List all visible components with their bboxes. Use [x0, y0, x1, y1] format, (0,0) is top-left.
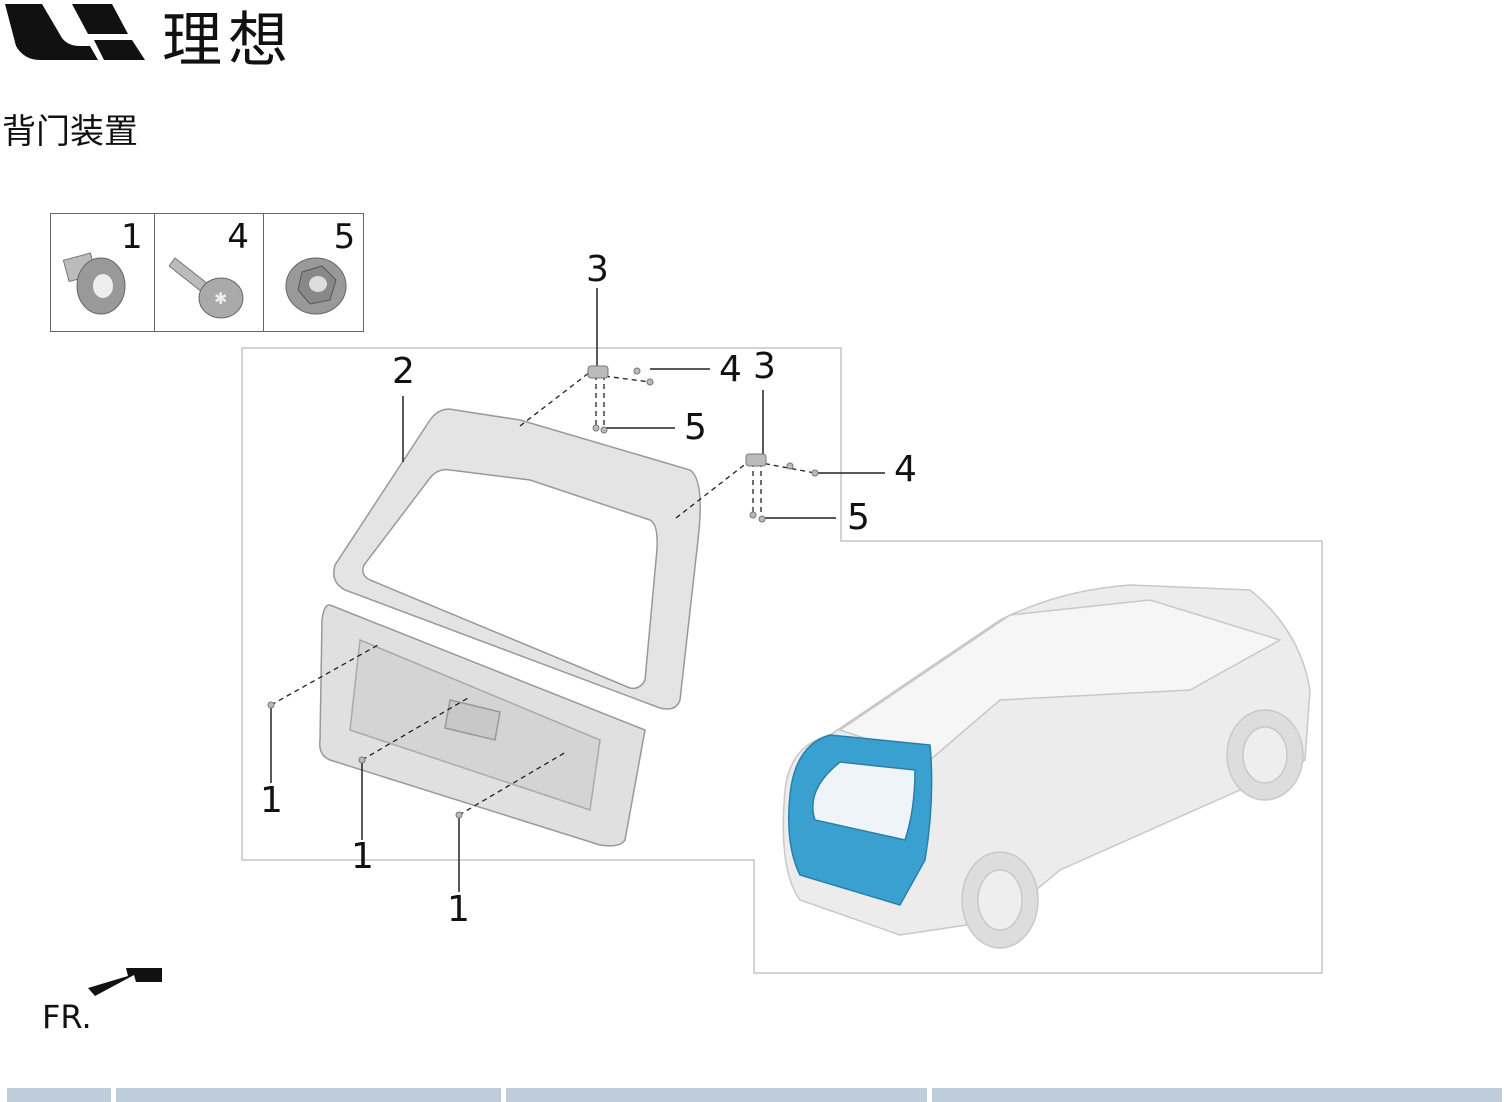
brand-name: 理想 — [162, 6, 294, 76]
legend-item-4: 4 ✱ — [155, 214, 264, 331]
legend-item-5: 5 — [264, 214, 363, 331]
hinge-parts — [267, 365, 819, 819]
legend-item-1: 1 — [51, 214, 156, 331]
callout-hinge-right-nut: 5 — [847, 497, 870, 538]
footer-cell — [932, 1088, 1502, 1102]
legend-number: 5 — [333, 217, 356, 257]
torx-bolt-icon: ✱ — [169, 257, 244, 319]
flange-nut-icon — [285, 257, 347, 315]
svg-text:✱: ✱ — [214, 289, 227, 308]
callout-hinge-right-bolt: 4 — [894, 449, 917, 490]
callout-bolt: 1 — [351, 836, 374, 877]
li-auto-logo-icon — [5, 4, 145, 60]
vehicle-illustration — [782, 584, 1311, 949]
callout-bolt: 1 — [447, 889, 470, 930]
footer-cell — [116, 1088, 501, 1102]
callout-hinge-left: 3 — [586, 249, 609, 290]
callout-hinge-left-nut: 5 — [684, 407, 707, 448]
front-direction-label: FR. — [42, 998, 92, 1036]
flange-bolt-icon — [62, 252, 126, 315]
callout-hinge-left-bolt: 4 — [719, 349, 742, 390]
front-direction-arrow-icon — [88, 968, 162, 996]
page-title: 背门装置 — [2, 112, 138, 152]
detail-frame — [241, 347, 1323, 974]
callout-hinge-right: 3 — [753, 346, 776, 387]
fastener-legend: 1 4 ✱ 5 — [50, 213, 364, 332]
footer-cell — [506, 1088, 927, 1102]
callout-tailgate: 2 — [392, 351, 415, 392]
callout-bolt: 1 — [260, 780, 283, 821]
footer-cell — [7, 1088, 111, 1102]
legend-number: 1 — [121, 217, 143, 257]
legend-number: 4 — [227, 217, 249, 257]
tailgate-panel — [318, 408, 701, 847]
